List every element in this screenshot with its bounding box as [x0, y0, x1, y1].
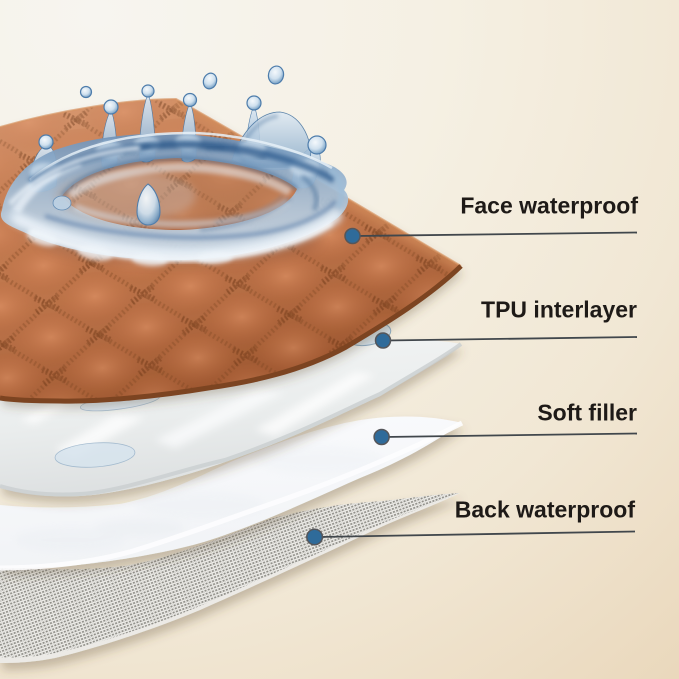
svg-text:Soft filler: Soft filler: [537, 400, 637, 426]
svg-text:TPU interlayer: TPU interlayer: [481, 297, 637, 323]
svg-text:Back waterproof: Back waterproof: [455, 497, 636, 523]
svg-text:Face waterproof: Face waterproof: [460, 193, 638, 219]
